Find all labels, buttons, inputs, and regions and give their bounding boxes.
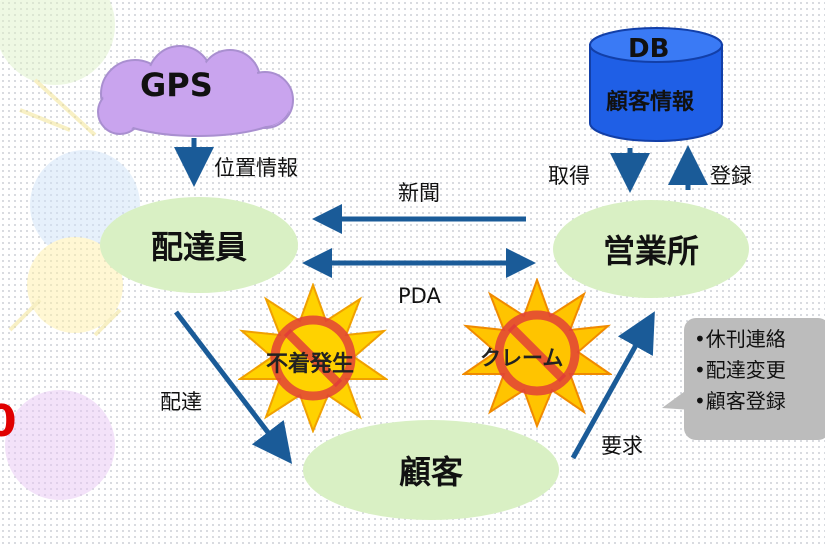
prohibit-icon xyxy=(270,315,356,401)
note-callout: •休刊連絡 •配達変更 •顧客登録 xyxy=(684,318,825,440)
db-subtitle: 顧客情報 xyxy=(606,90,695,115)
gps-cloud xyxy=(97,45,294,137)
label-deliver: 配達 xyxy=(160,390,202,414)
db-title: DB xyxy=(628,34,670,64)
database-cylinder xyxy=(589,27,723,142)
gps-label: GPS xyxy=(140,66,213,104)
label-pda: PDA xyxy=(398,284,441,308)
label-newspaper: 新聞 xyxy=(398,181,440,205)
arrow-deliver xyxy=(174,310,293,464)
note-item: •配達変更 xyxy=(694,358,786,382)
burst-absent-label: 不着発生 xyxy=(266,352,355,377)
edge-fragment: 0 xyxy=(0,396,17,447)
label-register: 登録 xyxy=(710,164,752,188)
label-location-info: 位置情報 xyxy=(214,156,298,180)
note-item: •休刊連絡 xyxy=(694,327,786,351)
label-acquire: 取得 xyxy=(548,164,590,188)
office-node: 営業所 xyxy=(553,200,749,298)
label-request: 要求 xyxy=(601,434,643,458)
arrow-request xyxy=(570,311,655,460)
burst-complaint xyxy=(462,278,612,428)
note-item: •顧客登録 xyxy=(694,389,786,413)
customer-node: 顧客 xyxy=(303,420,559,520)
prohibit-icon xyxy=(494,310,580,396)
courier-node: 配達員 xyxy=(100,197,298,293)
burst-absent xyxy=(238,283,388,433)
burst-complaint-label: クレーム xyxy=(480,346,564,370)
